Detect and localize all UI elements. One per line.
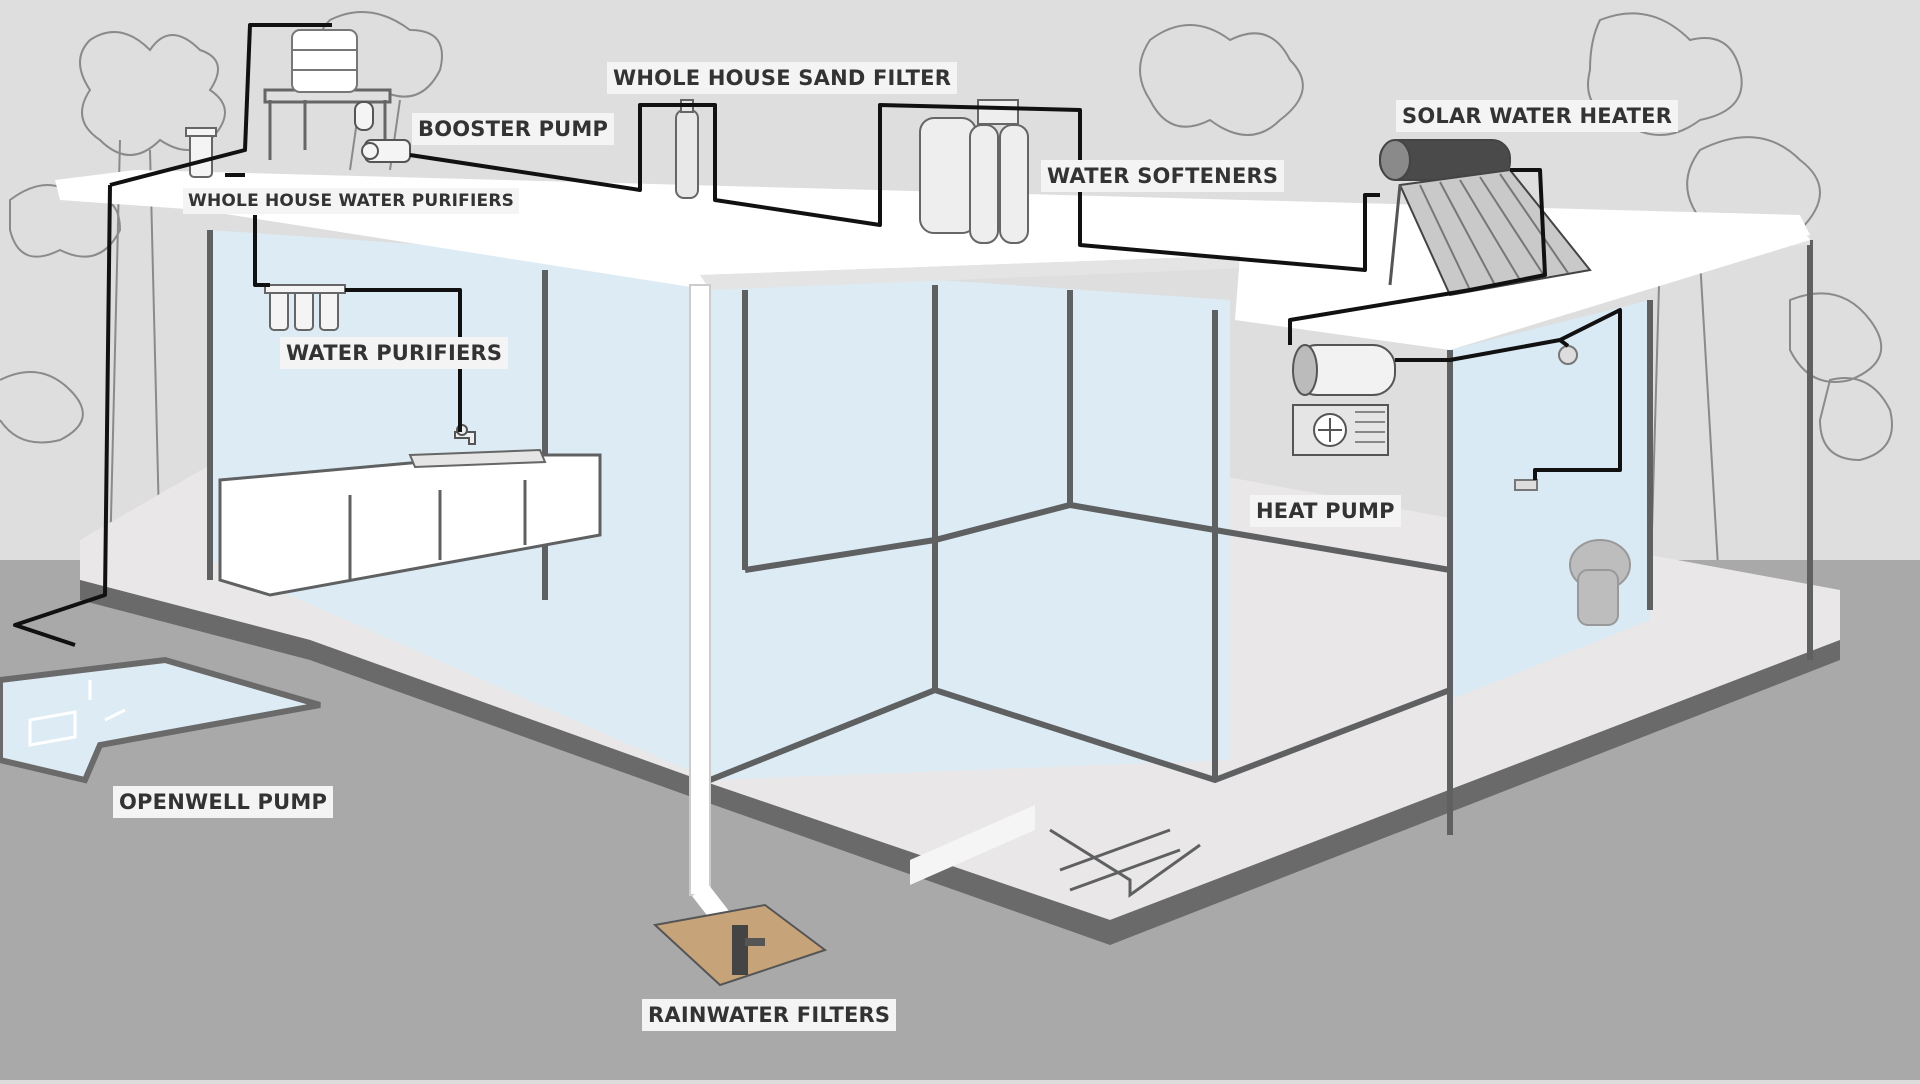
counter-cabinets xyxy=(348,480,527,580)
roof-slab-right xyxy=(1235,225,1810,350)
overhead-water-tank xyxy=(291,29,358,93)
water-purifiers-icon xyxy=(264,284,346,331)
label-openwell-pump: OPENWELL PUMP xyxy=(113,786,334,818)
openwell-pump-icon xyxy=(28,680,126,747)
label-water-softeners: WATER SOFTENERS xyxy=(1041,160,1285,192)
room-frame xyxy=(207,230,1813,835)
bathroom-tap-icon xyxy=(1514,479,1538,491)
open-well xyxy=(0,656,321,784)
front-entry-steps xyxy=(910,805,1035,885)
label-solar-water-heater: SOLAR WATER HEATER xyxy=(1396,100,1679,132)
whole-house-sand-filter-icon xyxy=(675,99,699,199)
heat-pump-icon xyxy=(1292,344,1396,456)
label-whole-house-sand-filter: WHOLE HOUSE SAND FILTER xyxy=(607,62,958,94)
label-rainwater-filters: RAINWATER FILTERS xyxy=(642,999,897,1031)
rainwater-filter-outlet xyxy=(745,938,765,946)
label-booster-pump: BOOSTER PUMP xyxy=(412,113,615,145)
front-steps-outline xyxy=(1049,828,1201,898)
shower-head-icon xyxy=(1558,345,1578,365)
slab-edge-left xyxy=(80,580,700,800)
slab-edge-right xyxy=(1110,640,1840,945)
slab-edge-front xyxy=(700,780,1110,945)
kitchen-sink xyxy=(408,448,547,469)
label-heat-pump: HEAT PUMP xyxy=(1250,495,1401,527)
rain-downpipe xyxy=(689,284,711,896)
whole-house-purifier-icon xyxy=(185,127,217,178)
booster-pump-icon xyxy=(354,101,411,163)
plumbing-pipes xyxy=(13,23,1622,647)
water-softeners-icon xyxy=(919,99,1029,244)
rainwater-filter-unit xyxy=(732,925,748,975)
label-whole-house-water-purifiers: WHOLE HOUSE WATER PURIFIERS xyxy=(183,188,520,214)
toilet-icon xyxy=(1569,539,1631,626)
label-water-purifiers: WATER PURIFIERS xyxy=(280,337,509,369)
